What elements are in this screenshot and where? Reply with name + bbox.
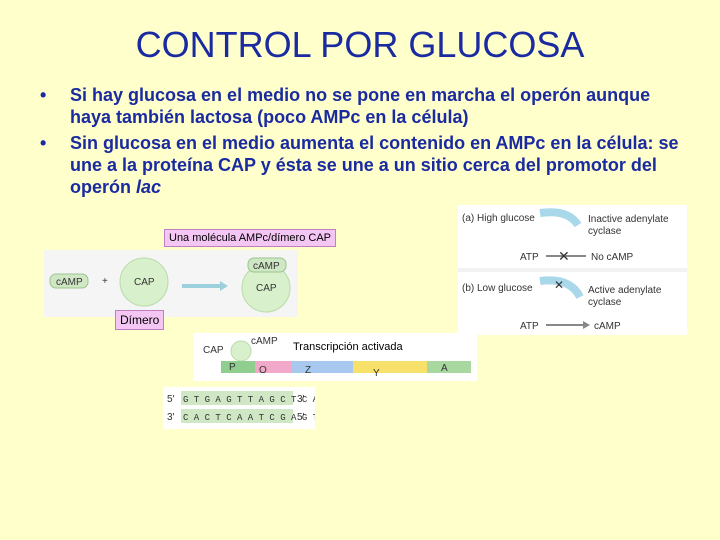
bound-camp-molecule	[247, 257, 287, 273]
bullet-list: • Si hay glucosa en el medio no se pone …	[40, 84, 680, 202]
sequence-row1-bg	[181, 391, 293, 405]
sequence-diagram: 5' G T G A G T T A G C T C A C 3' 3' C A…	[167, 391, 329, 423]
y-label: Y	[373, 368, 380, 379]
z-gene-segment	[291, 361, 353, 373]
operon-dna-diagram: CAP cAMP P O Z Y A	[203, 336, 471, 379]
bullet-text: Si hay glucosa en el medio no se pone en…	[70, 85, 651, 127]
transcription-label: Transcripción activada	[293, 341, 403, 353]
atp-a-label: ATP	[520, 252, 539, 263]
bullet-emphasis: lac	[136, 177, 162, 197]
camp-result-label: cAMP	[594, 321, 621, 332]
camp-cap-binding-diagram: cAMP + CAP cAMP CAP	[49, 257, 291, 313]
inactive-enzyme-line2: cyclase	[588, 226, 622, 237]
inactive-enzyme-line1: Inactive adenylate	[588, 214, 669, 225]
removed-x-icon: ✕	[554, 278, 564, 292]
row2-5prime: 5'	[297, 412, 305, 423]
bullet-item: • Sin glucosa en el medio aumenta el con…	[40, 132, 680, 198]
camp-dna-label: cAMP	[251, 336, 278, 347]
camp-molecule	[49, 273, 89, 289]
sequence-figure: 5' G T G A G T T A G C T C A C 3' 3' C A…	[163, 387, 329, 429]
atp-b-label: ATP	[520, 321, 539, 332]
active-enzyme-line2: cyclase	[588, 297, 622, 308]
p-label: P	[229, 362, 236, 373]
no-camp-label: No cAMP	[591, 252, 634, 263]
camp-dimer-label: Una molécula AMPc/dímero CAP	[164, 229, 337, 247]
row1-3prime: 3'	[297, 394, 305, 405]
bullet-item: • Si hay glucosa en el medio no se pone …	[40, 84, 680, 128]
low-glucose-label: (b) Low glucose	[462, 283, 533, 294]
o-label: O	[259, 365, 267, 376]
cap-dimer-shape	[119, 257, 169, 307]
blocked-x-icon: ✕	[558, 248, 570, 264]
y-gene-segment	[353, 361, 427, 373]
sequence-row2: C A C T C A A T C G A G T G	[183, 413, 315, 423]
operon-dna-figure: CAP cAMP P O Z Y A	[193, 333, 477, 381]
cap-complex-label: CAP	[256, 283, 277, 294]
bullet-text: Sin glucosa en el medio aumenta el conte…	[70, 133, 679, 197]
row2-3prime: 3'	[167, 412, 175, 423]
low-glucose-arrow	[539, 276, 584, 300]
cap-label: CAP	[134, 277, 155, 288]
a-gene-segment	[427, 361, 471, 373]
camp-cap-binding-figure: cAMP + CAP cAMP CAP	[44, 250, 298, 317]
promoter-segment	[221, 361, 255, 373]
dimer-label: Dímero	[115, 310, 165, 330]
sequence-row2-bg	[181, 409, 293, 423]
a-label: A	[441, 363, 448, 374]
adenylate-cyclase-diagram: (a) High glucose Inactive adenylate cycl…	[458, 205, 687, 335]
cap-shape	[230, 340, 252, 362]
bound-camp-label: cAMP	[253, 261, 280, 272]
camp-label: cAMP	[56, 277, 83, 288]
operator-segment	[255, 361, 291, 373]
high-glucose-label: (a) High glucose	[462, 213, 535, 224]
active-enzyme-line1: Active adenylate	[588, 285, 662, 296]
high-glucose-arrow	[539, 208, 582, 228]
adenylate-cyclase-figure: (a) High glucose Inactive adenylate cycl…	[458, 205, 687, 335]
bullet-dot: •	[40, 133, 47, 153]
cap-dna-label: CAP	[203, 345, 224, 356]
sequence-row1: G T G A G T T A G C T C A C	[183, 395, 315, 405]
bullet-dot: •	[40, 85, 47, 105]
page-title: CONTROL POR GLUCOSA	[135, 24, 585, 65]
binding-arrowhead	[220, 281, 228, 291]
row1-5prime: 5'	[167, 394, 175, 405]
plus-sign: +	[102, 276, 108, 287]
atp-b-arrowhead	[583, 321, 590, 329]
z-label: Z	[305, 365, 311, 376]
